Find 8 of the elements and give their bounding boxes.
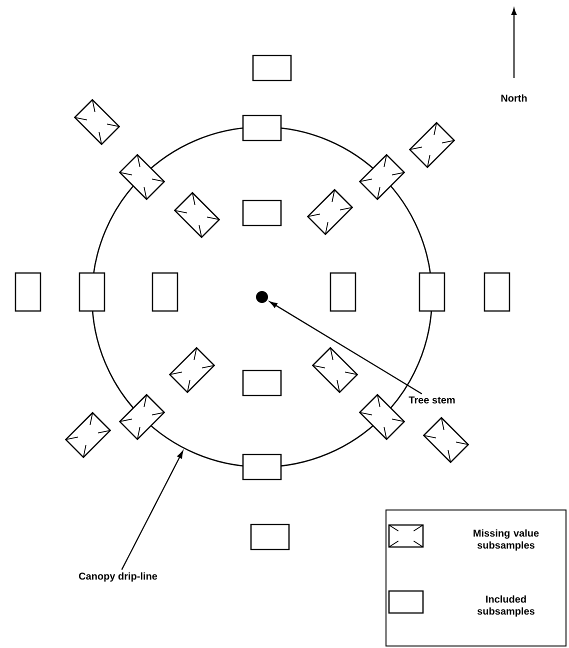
leader-arrow <box>270 301 422 394</box>
stem-dot <box>256 291 268 303</box>
legend-text: Included subsamples <box>477 595 534 617</box>
callout-text: Canopy drip-line <box>78 572 158 582</box>
leader-arrow <box>121 450 184 570</box>
direction-label: North <box>501 94 527 102</box>
callout-text: Tree stem <box>408 396 455 404</box>
legend-text: Missing value subsamples <box>474 529 539 551</box>
